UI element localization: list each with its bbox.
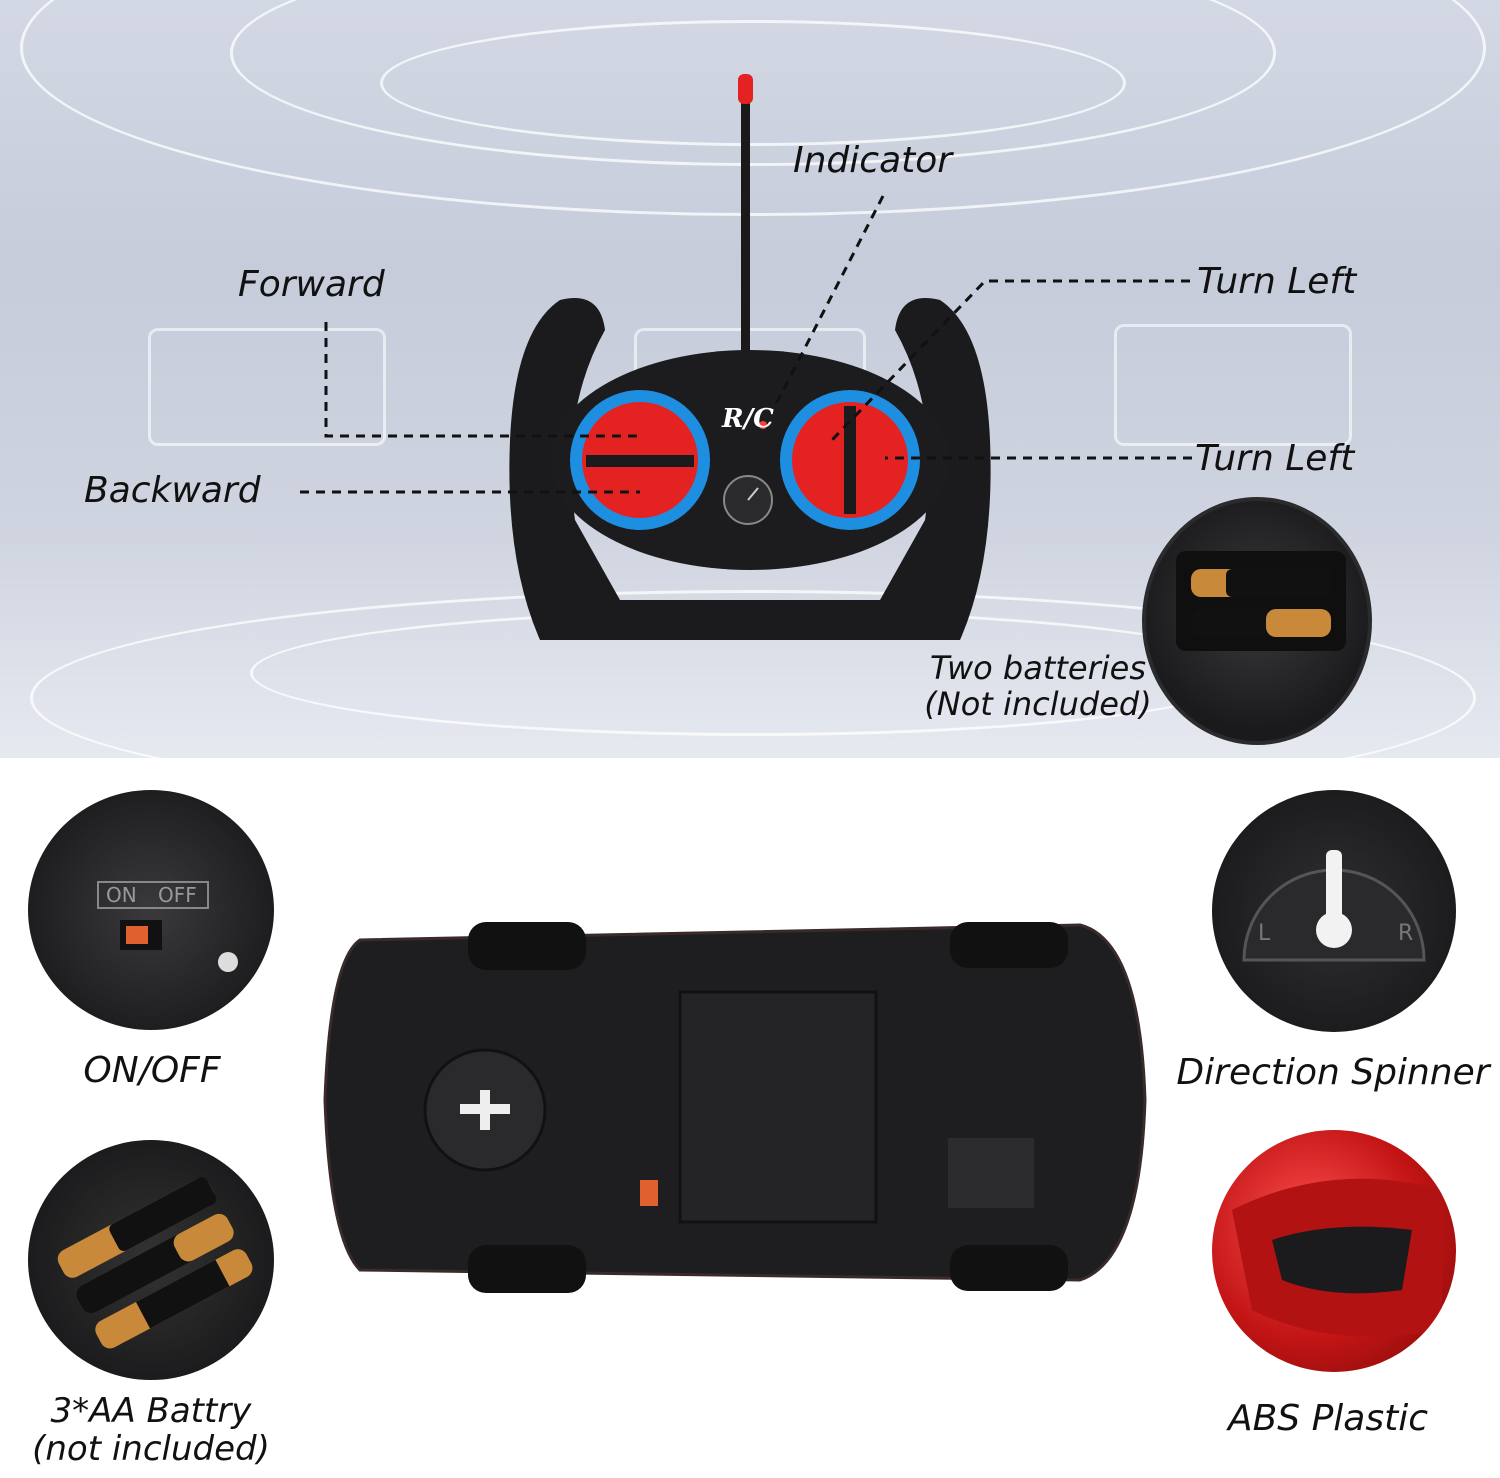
forward-label: Forward (238, 264, 385, 305)
forward-leader (324, 322, 640, 438)
steering-knob-slot (844, 406, 856, 514)
antenna (741, 96, 750, 366)
spinner-left-text: L (1258, 921, 1271, 946)
batteries-callout-line1: Two batteries (930, 649, 1146, 687)
bg-panel (1114, 324, 1352, 446)
turn-left-top-leader (830, 279, 1190, 442)
remote-handles (509, 298, 991, 640)
switch-off-text: OFF (158, 883, 197, 907)
aa-battery-compartment-photo (28, 1140, 274, 1380)
indicator-led (759, 421, 767, 429)
antenna-tip (738, 74, 753, 104)
aa-battery-label-line1: 3*AA Battry (50, 1391, 252, 1431)
abs-plastic-label: ABS Plastic (1227, 1398, 1429, 1439)
wheel-icon (950, 922, 1068, 968)
car-intake (1272, 1226, 1412, 1294)
indicator-leader (770, 195, 885, 413)
indicator-label: Indicator (793, 140, 953, 181)
direction-spinner-photo: L R (1212, 790, 1456, 1032)
aa-battery-label: 3*AA Battry (not included) (14, 1392, 288, 1468)
spinner-right-text: R (1398, 921, 1413, 946)
remote-scene: Indicator Forward Backward Turn Left Tur… (0, 0, 1500, 758)
wheel-icon (468, 1245, 586, 1293)
remote-battery-compartment (1142, 497, 1372, 745)
switch-on-text: ON (106, 883, 137, 907)
rc-badge: R/C (722, 404, 774, 434)
batteries-callout-line2: (Not included) (924, 685, 1152, 723)
on-off-switch-photo: ON OFF (28, 790, 274, 1030)
turn-left-top-label: Turn Left (1197, 261, 1357, 302)
on-off-label: ON/OFF (83, 1050, 221, 1091)
screw-icon (218, 952, 238, 972)
batteries-callout: Two batteries (Not included) (918, 650, 1158, 722)
wheel-icon (950, 1245, 1068, 1291)
car-underside-illustration (323, 922, 1147, 1293)
wheel-icon (468, 922, 586, 970)
backward-label: Backward (84, 470, 261, 511)
remote-control-illustration (300, 74, 1192, 640)
abs-plastic-photo (1212, 1130, 1456, 1372)
battery-cover (678, 990, 878, 1224)
bg-ring (380, 20, 1126, 146)
bg-panel (148, 328, 386, 446)
car-power-switch (640, 1180, 658, 1206)
switch-slider (126, 926, 148, 944)
aa-battery-label-line2: (not included) (32, 1429, 270, 1469)
turn-left-bottom-label: Turn Left (1195, 438, 1355, 479)
throttle-knob-slot (586, 455, 694, 467)
direction-spinner-label: Direction Spinner (1176, 1052, 1490, 1093)
